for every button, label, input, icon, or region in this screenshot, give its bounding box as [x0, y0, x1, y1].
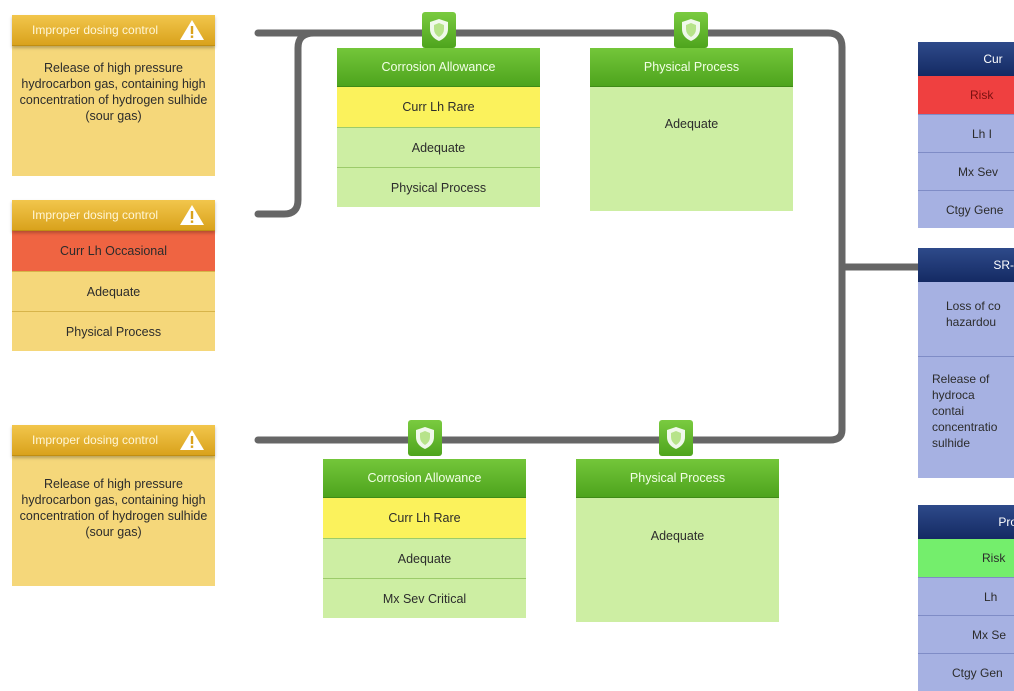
warning-icon	[180, 205, 204, 225]
risk-row: Risk	[918, 76, 1014, 114]
likelihood-row: Lh I	[918, 114, 1014, 152]
top-event-card[interactable]: SR-R Loss of co hazardou Release of hydr…	[918, 248, 1014, 478]
barrier-card-2[interactable]: Physical Process Adequate	[590, 48, 793, 211]
risk-row: Risk	[918, 539, 1014, 577]
category-row: Ctgy Gen	[918, 653, 1014, 691]
effectiveness-row: Adequate	[337, 127, 540, 167]
threat-card-3[interactable]: Improper dosing control Release of high …	[12, 425, 215, 586]
severity-row: Mx Se	[918, 615, 1014, 653]
barrier-card-1[interactable]: Corrosion Allowance Curr Lh Rare Adequat…	[337, 48, 540, 207]
likelihood-row: Lh	[918, 577, 1014, 615]
barrier-card-4[interactable]: Physical Process Adequate	[576, 459, 779, 622]
current-likelihood-row: Curr Lh Rare	[337, 87, 540, 127]
proposed-risk-title: Prop	[918, 505, 1014, 539]
consequence-description: Release of hydroca contai concentratio s…	[918, 356, 1014, 478]
threat-description: Release of high pressure hydrocarbon gas…	[12, 456, 215, 586]
shield-icon	[674, 12, 708, 48]
shield-icon	[659, 420, 693, 456]
barrier-title: Physical Process	[590, 48, 793, 87]
threat-header: Improper dosing control	[12, 15, 215, 46]
threat-header: Improper dosing control	[12, 200, 215, 231]
warning-icon	[180, 20, 204, 40]
severity-row: Mx Sev Critical	[323, 578, 526, 618]
middle-threat-connector	[254, 29, 318, 218]
current-risk-card[interactable]: Cur Risk Lh I Mx Sev Ctgy Gene	[918, 42, 1014, 228]
threat-description: Release of high pressure hydrocarbon gas…	[12, 46, 215, 176]
top-event-description: Loss of co hazardou	[918, 282, 1014, 356]
shield-icon	[408, 420, 442, 456]
top-event-title: SR-R	[918, 248, 1014, 282]
barrier-card-3[interactable]: Corrosion Allowance Curr Lh Rare Adequat…	[323, 459, 526, 618]
current-likelihood-row: Curr Lh Rare	[323, 498, 526, 538]
barrier-title: Corrosion Allowance	[337, 48, 540, 87]
barrier-type-row: Physical Process	[12, 311, 215, 351]
barrier-title: Physical Process	[576, 459, 779, 498]
current-likelihood-row: Curr Lh Occasional	[12, 231, 215, 271]
severity-row: Mx Sev	[918, 152, 1014, 190]
threat-title: Improper dosing control	[32, 23, 159, 37]
barrier-type-row: Physical Process	[337, 167, 540, 207]
current-risk-title: Cur	[918, 42, 1014, 76]
threat-card-2[interactable]: Improper dosing control Curr Lh Occasion…	[12, 200, 215, 351]
effectiveness-value: Adequate	[576, 498, 779, 622]
effectiveness-value: Adequate	[590, 87, 793, 211]
shield-icon	[422, 12, 456, 48]
effectiveness-row: Adequate	[12, 271, 215, 311]
threat-title: Improper dosing control	[32, 208, 159, 222]
warning-icon	[180, 430, 204, 450]
threat-card-1[interactable]: Improper dosing control Release of high …	[12, 15, 215, 176]
barrier-title: Corrosion Allowance	[323, 459, 526, 498]
category-row: Ctgy Gene	[918, 190, 1014, 228]
threat-header: Improper dosing control	[12, 425, 215, 456]
effectiveness-row: Adequate	[323, 538, 526, 578]
proposed-risk-card[interactable]: Prop Risk Lh Mx Se Ctgy Gen	[918, 505, 1014, 691]
top-connector	[254, 29, 846, 444]
threat-title: Improper dosing control	[32, 433, 159, 447]
